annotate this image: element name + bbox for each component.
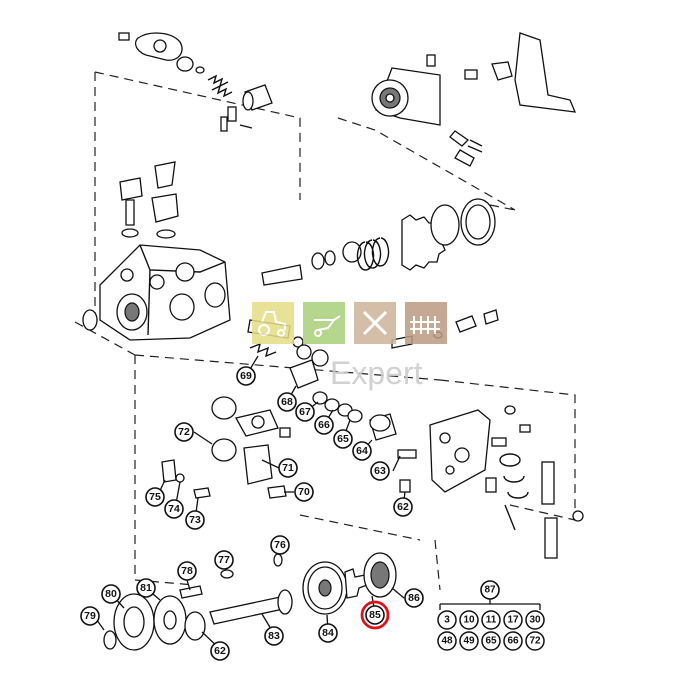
svg-text:30: 30 xyxy=(529,615,541,626)
kit-item: 10 xyxy=(459,610,479,630)
svg-text:65: 65 xyxy=(485,636,497,647)
cover-plate-group xyxy=(161,396,291,499)
fence-icon xyxy=(410,316,440,334)
kit-item: 48 xyxy=(437,631,457,651)
svg-text:49: 49 xyxy=(463,636,475,647)
callout-62-lower: 62 xyxy=(210,641,230,661)
kit-item: 17 xyxy=(503,610,523,630)
svg-text:63: 63 xyxy=(374,465,386,477)
svg-text:72: 72 xyxy=(529,636,541,647)
pump-body xyxy=(82,244,231,341)
drive-shaft-group xyxy=(103,552,397,651)
svg-text:73: 73 xyxy=(189,514,201,526)
svg-text:76: 76 xyxy=(274,539,286,551)
callout-83: 83 xyxy=(264,626,284,646)
svg-text:81: 81 xyxy=(140,582,152,594)
svg-text:79: 79 xyxy=(84,610,96,622)
svg-text:87: 87 xyxy=(484,585,496,596)
watermark: Expert xyxy=(252,302,447,391)
tile-1 xyxy=(252,302,294,344)
callout-69: 69 xyxy=(236,366,256,386)
dashed-frame-lines xyxy=(74,71,576,591)
callout-87: 87 xyxy=(480,580,500,600)
svg-text:84: 84 xyxy=(322,627,334,639)
callout-62-upper: 62 xyxy=(393,497,413,517)
svg-text:66: 66 xyxy=(507,636,519,647)
svg-text:11: 11 xyxy=(486,615,497,626)
drive-housing-group xyxy=(371,32,577,167)
svg-text:62: 62 xyxy=(214,645,226,657)
kit-row-1: 3 10 11 17 30 xyxy=(437,610,545,630)
wheelbarrow-icon xyxy=(314,315,341,337)
tractor-icon xyxy=(258,311,286,337)
svg-text:77: 77 xyxy=(218,554,230,566)
watermark-text: Expert xyxy=(330,355,423,391)
callout-73: 73 xyxy=(185,510,205,530)
kit-item: 65 xyxy=(481,631,501,651)
svg-text:65: 65 xyxy=(337,433,349,445)
callout-85: 85 xyxy=(365,605,385,625)
svg-text:17: 17 xyxy=(507,615,519,626)
callout-71: 71 xyxy=(278,458,298,478)
svg-text:78: 78 xyxy=(181,565,193,577)
callout-76: 76 xyxy=(270,535,290,555)
kit-row-2: 48 49 65 66 72 xyxy=(437,631,545,651)
callout-80: 80 xyxy=(101,584,121,604)
svg-text:70: 70 xyxy=(298,486,310,498)
callout-81: 81 xyxy=(136,578,156,598)
callout-77: 77 xyxy=(214,550,234,570)
svg-text:67: 67 xyxy=(299,406,311,418)
kit-item: 72 xyxy=(525,631,545,651)
tile-2 xyxy=(303,302,345,344)
svg-text:86: 86 xyxy=(408,592,420,604)
kit-item: 3 xyxy=(437,610,457,630)
svg-text:71: 71 xyxy=(282,462,294,474)
callout-79: 79 xyxy=(80,606,100,626)
svg-text:66: 66 xyxy=(318,419,330,431)
tools-icon xyxy=(362,310,388,336)
callout-70: 70 xyxy=(294,482,314,502)
kit-item: 11 xyxy=(481,610,501,630)
svg-text:80: 80 xyxy=(105,588,117,600)
service-kit-87: 87 3 10 11 17 30 48 49 65 66 72 xyxy=(437,580,545,651)
callout-86: 86 xyxy=(404,588,424,608)
svg-text:3: 3 xyxy=(444,615,450,626)
callout-66: 66 xyxy=(314,415,334,435)
callout-68: 68 xyxy=(277,392,297,412)
svg-text:10: 10 xyxy=(463,615,475,626)
kit-item: 49 xyxy=(459,631,479,651)
kit-item: 66 xyxy=(503,631,523,651)
control-lever-group xyxy=(429,405,584,559)
callout-78: 78 xyxy=(177,561,197,581)
svg-text:62: 62 xyxy=(397,501,409,513)
callout-84: 84 xyxy=(318,623,338,643)
callout-72: 72 xyxy=(174,422,194,442)
callout-74: 74 xyxy=(164,499,184,519)
svg-text:48: 48 xyxy=(441,636,453,647)
governor-parts-row xyxy=(261,198,496,286)
callout-75: 75 xyxy=(145,487,165,507)
svg-text:68: 68 xyxy=(281,396,293,408)
callout-63: 63 xyxy=(370,461,390,481)
svg-text:74: 74 xyxy=(168,503,180,515)
inlet-fitting-group xyxy=(118,32,273,132)
kit-item: 30 xyxy=(525,610,545,630)
svg-text:69: 69 xyxy=(240,370,252,382)
valve-column xyxy=(119,161,179,239)
svg-text:72: 72 xyxy=(178,426,190,438)
callout-65: 65 xyxy=(333,429,353,449)
svg-text:85: 85 xyxy=(369,609,381,621)
svg-text:75: 75 xyxy=(149,491,161,503)
svg-text:83: 83 xyxy=(268,630,280,642)
svg-text:64: 64 xyxy=(356,445,368,457)
callout-64: 64 xyxy=(352,441,372,461)
callout-67: 67 xyxy=(295,402,315,422)
highlight-ring xyxy=(360,600,390,630)
